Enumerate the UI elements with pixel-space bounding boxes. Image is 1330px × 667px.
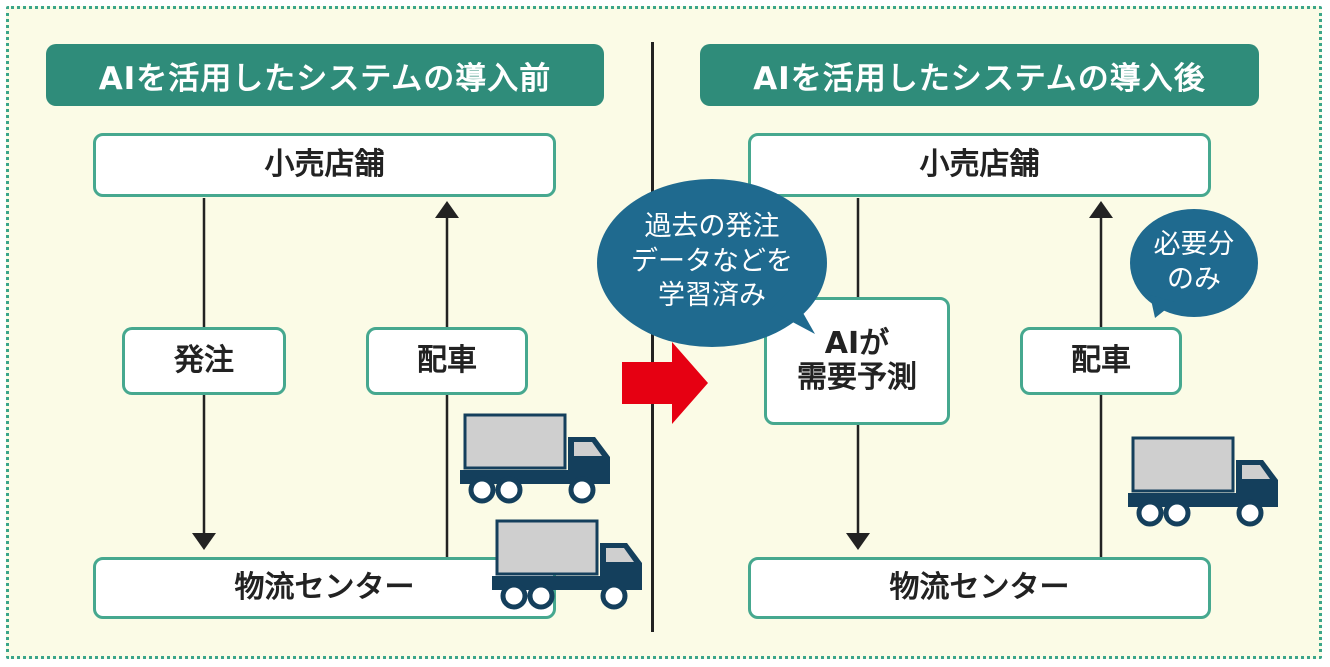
learned-bubble-tail bbox=[770, 290, 815, 334]
header-after: AIを活用したシステムの導入後 bbox=[700, 44, 1259, 106]
learned-bubble-shape bbox=[597, 179, 827, 347]
learned-line: 過去の発注 bbox=[644, 211, 780, 242]
learned-line: 学習済み bbox=[658, 280, 766, 312]
only-needed-bubble-tail bbox=[1150, 295, 1175, 318]
dispatch-box-after: 配車 bbox=[1020, 327, 1182, 395]
only-needed-bubble bbox=[1130, 209, 1258, 318]
truck-icon bbox=[492, 519, 642, 610]
only-needed-bubble-text: 必要分 のみ bbox=[1140, 228, 1248, 297]
only-needed-line: 必要分 bbox=[1153, 229, 1235, 260]
dispatch-box-before: 配車 bbox=[366, 327, 528, 395]
learned-bubble-text: 過去の発注 データなどを 学習済み bbox=[608, 210, 816, 314]
center-box-before: 物流センター bbox=[93, 557, 556, 619]
up-arrowhead-after bbox=[1089, 201, 1113, 218]
learned-bubble bbox=[597, 179, 827, 347]
order-box-before: 発注 bbox=[122, 327, 286, 395]
up-arrowhead-before bbox=[435, 201, 459, 218]
header-before: AIを活用したシステムの導入前 bbox=[46, 44, 604, 106]
ai-forecast-line1: AIが bbox=[824, 325, 890, 361]
truck-icon bbox=[1128, 436, 1278, 527]
store-box-after: 小売店舗 bbox=[748, 133, 1211, 197]
down-arrowhead-after bbox=[846, 533, 870, 550]
only-needed-line: のみ bbox=[1167, 263, 1221, 295]
down-arrowhead-before bbox=[192, 533, 216, 550]
only-needed-bubble-shape bbox=[1130, 209, 1258, 317]
ai-forecast-line2: 需要予測 bbox=[797, 360, 917, 395]
center-box-after: 物流センター bbox=[748, 557, 1211, 619]
transition-arrow-icon bbox=[622, 342, 708, 424]
store-box-before: 小売店舗 bbox=[93, 133, 556, 197]
learned-line: データなどを bbox=[631, 245, 793, 277]
center-divider bbox=[651, 42, 654, 632]
truck-icon bbox=[460, 413, 610, 504]
